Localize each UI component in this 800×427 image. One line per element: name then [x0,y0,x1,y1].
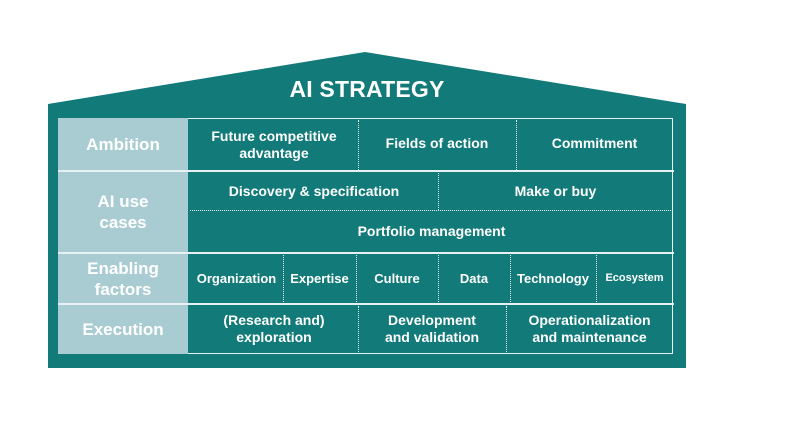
cell-operationalization-maintenance: Operationalization and maintenance [528,312,651,345]
cell-future-competitive-advantage: Future competitive advantage [211,127,337,161]
row-divider [58,170,674,172]
row-label-ambition: Ambition [58,118,188,171]
cell-divider [510,255,511,302]
cell-discovery-specification: Discovery & specification [228,182,400,199]
cell-data: Data [459,271,489,286]
diagram-title: AI STRATEGY [289,76,445,102]
row-label-ai-use-cases: AI use cases [58,171,188,253]
cell-divider [356,255,357,302]
cell-commitment: Commitment [551,135,638,151]
cell-portfolio-management: Portfolio management [357,223,506,239]
cell-make-or-buy: Make or buy [514,182,597,199]
row-divider [58,252,674,254]
cell-divider [283,255,284,302]
cell-ecosystem: Ecosystem [605,272,664,284]
cell-divider [596,255,597,302]
cell-organization: Organization [196,271,277,286]
cell-fields-of-action: Fields of action [385,135,489,151]
strategy-grid [188,118,673,354]
cell-development-validation: Development and validation [384,312,480,345]
cell-divider [190,210,673,211]
cell-divider [516,120,517,170]
cell-divider [358,120,359,170]
cell-expertise: Expertise [290,271,349,286]
cell-technology: Technology [517,271,589,286]
cell-divider [438,173,439,210]
cell-divider [506,306,507,352]
row-divider [58,303,674,305]
cell-culture: Culture [374,271,420,286]
row-label-enabling-factors: Enabling factors [58,253,188,304]
cell-divider [358,306,359,352]
cell-research-exploration: (Research and) exploration [223,312,325,345]
cell-divider [438,255,439,302]
row-label-execution: Execution [58,304,188,354]
